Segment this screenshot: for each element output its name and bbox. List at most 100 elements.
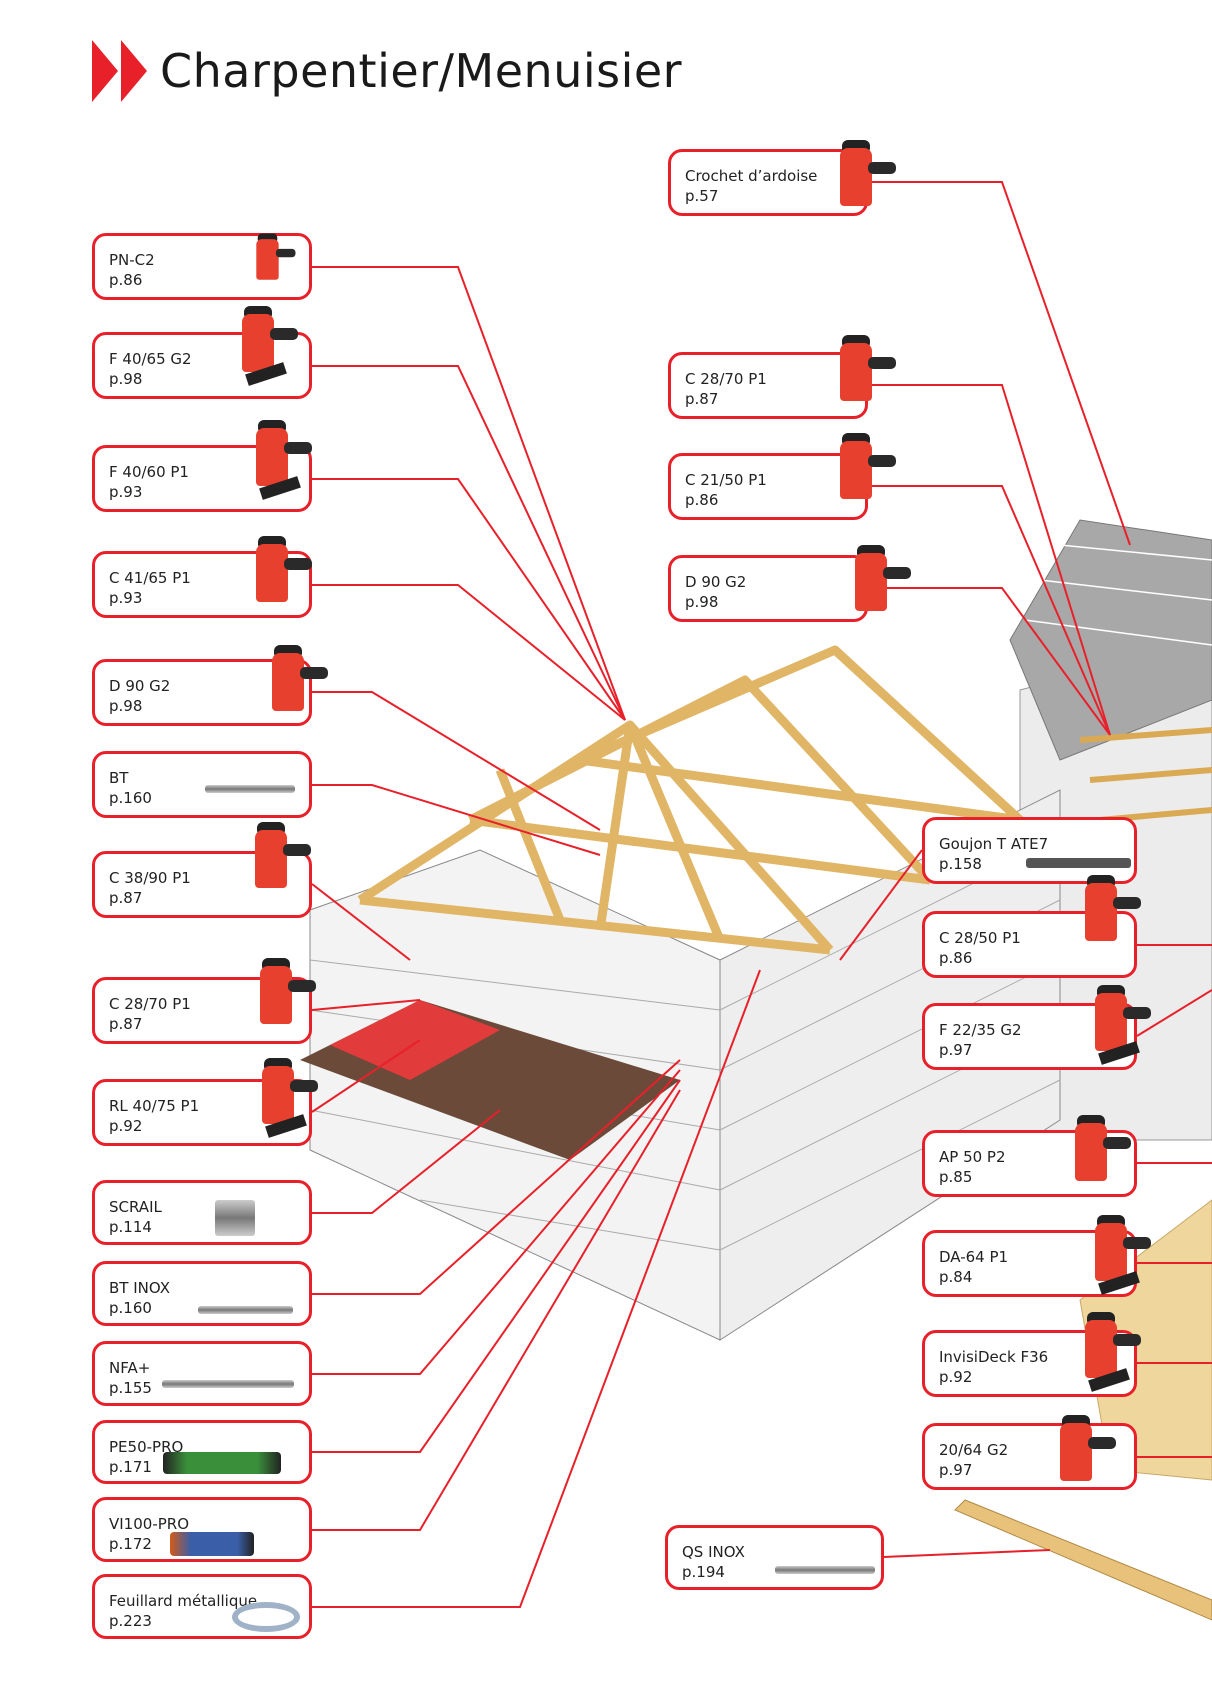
arrow-icon xyxy=(92,40,118,102)
page-ref: p.87 xyxy=(109,1015,143,1033)
product-name: C 28/50 P1 xyxy=(939,929,1021,947)
product-name: DA-64 P1 xyxy=(939,1248,1009,1266)
nailer-icon xyxy=(830,433,896,523)
product-name: F 22/35 G2 xyxy=(939,1021,1022,1039)
product-name: C 21/50 P1 xyxy=(685,471,767,489)
page-ref: p.86 xyxy=(109,271,143,289)
page-ref: p.194 xyxy=(682,1563,725,1581)
nailer-icon xyxy=(245,822,311,912)
product-callout[interactable]: BT INOX p.160 xyxy=(92,1261,312,1326)
page-ref: p.98 xyxy=(109,370,143,388)
screw-icon xyxy=(775,1566,875,1574)
page-header: Charpentier/Menuisier xyxy=(92,40,682,102)
page-ref: p.98 xyxy=(109,697,143,715)
page-ref: p.86 xyxy=(939,949,973,967)
page-ref: p.223 xyxy=(109,1612,152,1630)
product-name: PE50-PRO xyxy=(109,1438,184,1456)
slate-roof xyxy=(1009,519,1212,761)
page-ref: p.160 xyxy=(109,789,152,807)
page-ref: p.92 xyxy=(939,1368,973,1386)
nailer-icon xyxy=(1085,985,1151,1075)
product-name: QS INOX xyxy=(682,1543,745,1561)
page-ref: p.158 xyxy=(939,855,982,873)
scrail-nails-icon xyxy=(215,1200,255,1236)
product-name: BT xyxy=(109,769,129,787)
page-ref: p.97 xyxy=(939,1461,973,1479)
roof-trusses xyxy=(357,645,1024,955)
page-ref: p.93 xyxy=(109,589,143,607)
product-callout[interactable]: BT p.160 xyxy=(92,751,312,818)
product-name: Goujon T ATE7 xyxy=(939,835,1049,853)
page-ref: p.86 xyxy=(685,491,719,509)
page-ref: p.87 xyxy=(685,390,719,408)
product-callout[interactable]: C 28/70 P1 p.87 xyxy=(668,352,868,419)
product-name: 20/64 G2 xyxy=(939,1441,1009,1459)
product-callout[interactable]: VI100-PRO p.172 xyxy=(92,1497,312,1562)
nailer-icon xyxy=(1075,1312,1141,1402)
screw-icon xyxy=(205,785,295,793)
product-name: C 38/90 P1 xyxy=(109,869,191,887)
page-title: Charpentier/Menuisier xyxy=(160,44,683,98)
page-ref: p.172 xyxy=(109,1535,152,1553)
product-name: SCRAIL xyxy=(109,1198,162,1216)
product-name: C 41/65 P1 xyxy=(109,569,191,587)
product-name: RL 40/75 P1 xyxy=(109,1097,200,1115)
nailer-icon xyxy=(232,306,298,396)
product-name: Crochet d’ardoise xyxy=(685,167,818,185)
nailer-icon xyxy=(1085,1215,1151,1305)
page-ref: p.97 xyxy=(939,1041,973,1059)
product-name: C 28/70 P1 xyxy=(109,995,191,1013)
product-name: AP 50 P2 xyxy=(939,1148,1006,1166)
nailer-icon xyxy=(262,645,328,735)
product-name: C 28/70 P1 xyxy=(685,370,767,388)
product-name: VI100-PRO xyxy=(109,1515,190,1533)
leader-lines xyxy=(311,181,1212,1608)
plank xyxy=(954,1499,1212,1621)
nailer-icon xyxy=(250,958,316,1048)
product-callout[interactable]: 20/64 G2 p.97 xyxy=(922,1423,1137,1490)
page-ref: p.92 xyxy=(109,1117,143,1135)
screw-icon xyxy=(198,1306,293,1314)
nailer-icon xyxy=(252,1058,318,1148)
product-callout[interactable]: Goujon T ATE7 p.158 xyxy=(922,817,1137,884)
product-name: Feuillard métallique xyxy=(109,1592,258,1610)
page-ref: p.57 xyxy=(685,187,719,205)
anchor-icon xyxy=(162,1380,294,1388)
product-name: PN-C2 xyxy=(109,251,155,269)
metal-strap-icon xyxy=(232,1602,300,1632)
red-floor-panels xyxy=(330,1000,500,1080)
anchor-bolt-icon xyxy=(1026,858,1131,868)
product-name: InvisiDeck F36 xyxy=(939,1348,1049,1366)
product-name: NFA+ xyxy=(109,1359,151,1377)
slate-lines xyxy=(1024,544,1212,646)
deck xyxy=(1079,1199,1212,1481)
page-ref: p.87 xyxy=(109,889,143,907)
nailer-icon xyxy=(246,420,312,510)
page-ref: p.155 xyxy=(109,1379,152,1397)
nailer-icon xyxy=(246,536,312,626)
page-ref: p.93 xyxy=(109,483,143,501)
nailer-icon xyxy=(1075,875,1141,965)
page-ref: p.85 xyxy=(939,1168,973,1186)
product-name: BT INOX xyxy=(109,1279,170,1297)
product-name: D 90 G2 xyxy=(109,677,171,695)
product-callout[interactable]: Feuillard métallique p.223 xyxy=(92,1574,312,1639)
product-callout[interactable]: Crochet d’ardoise p.57 xyxy=(668,149,868,216)
nailer-icon xyxy=(249,233,296,297)
product-name: D 90 G2 xyxy=(685,573,747,591)
product-callout[interactable]: D 90 G2 p.98 xyxy=(668,555,868,622)
nailer-icon xyxy=(1065,1115,1131,1205)
page-ref: p.160 xyxy=(109,1299,152,1317)
product-name: F 40/65 G2 xyxy=(109,350,192,368)
product-callout[interactable]: NFA+ p.155 xyxy=(92,1341,312,1406)
nailer-icon xyxy=(845,545,911,635)
cartridge-icon xyxy=(170,1532,254,1556)
product-callout[interactable]: C 21/50 P1 p.86 xyxy=(668,453,868,520)
page-ref: p.98 xyxy=(685,593,719,611)
product-callout[interactable]: QS INOX p.194 xyxy=(665,1525,884,1590)
nailer-icon xyxy=(1050,1415,1116,1505)
arrow-icon xyxy=(121,40,147,102)
page-ref: p.84 xyxy=(939,1268,973,1286)
cartridge-icon xyxy=(163,1452,281,1474)
